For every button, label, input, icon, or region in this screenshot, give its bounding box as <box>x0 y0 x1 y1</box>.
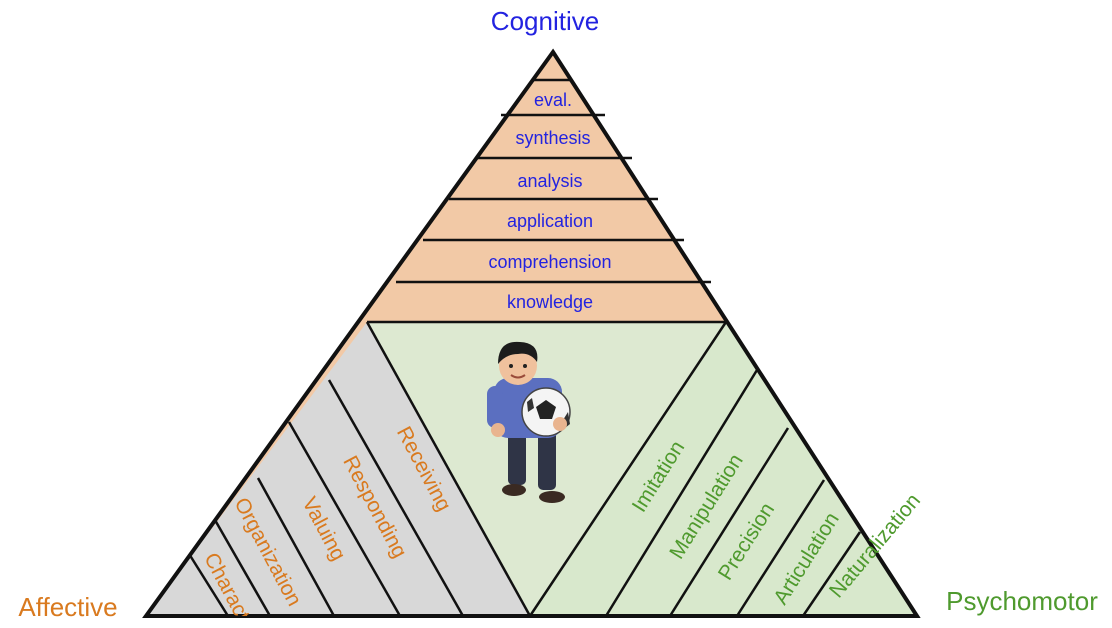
cognitive-corner-label: Cognitive <box>491 6 599 36</box>
cognitive-level-comprehension: comprehension <box>488 252 611 272</box>
affective-corner-label: Affective <box>18 592 117 622</box>
cognitive-level-analysis: analysis <box>517 171 582 191</box>
child-with-ball-image <box>487 341 571 503</box>
cognitive-level-synthesis: synthesis <box>515 128 590 148</box>
triangle-outline <box>142 48 921 618</box>
center-triangle-edges <box>365 321 728 617</box>
cognitive-level-application: application <box>507 211 593 231</box>
cognitive-level-eval: eval. <box>534 90 572 110</box>
cognitive-band-lines <box>367 78 726 324</box>
psychomotor-band-lines <box>604 369 862 616</box>
psychomotor-corner-label: Psychomotor <box>946 586 1098 616</box>
affective-band-lines <box>184 379 465 616</box>
affective-region <box>146 322 530 616</box>
cognitive-level-knowledge: knowledge <box>507 292 593 312</box>
psychomotor-region <box>530 322 917 616</box>
cognitive-labels: eval. synthesis analysis application com… <box>488 90 611 312</box>
